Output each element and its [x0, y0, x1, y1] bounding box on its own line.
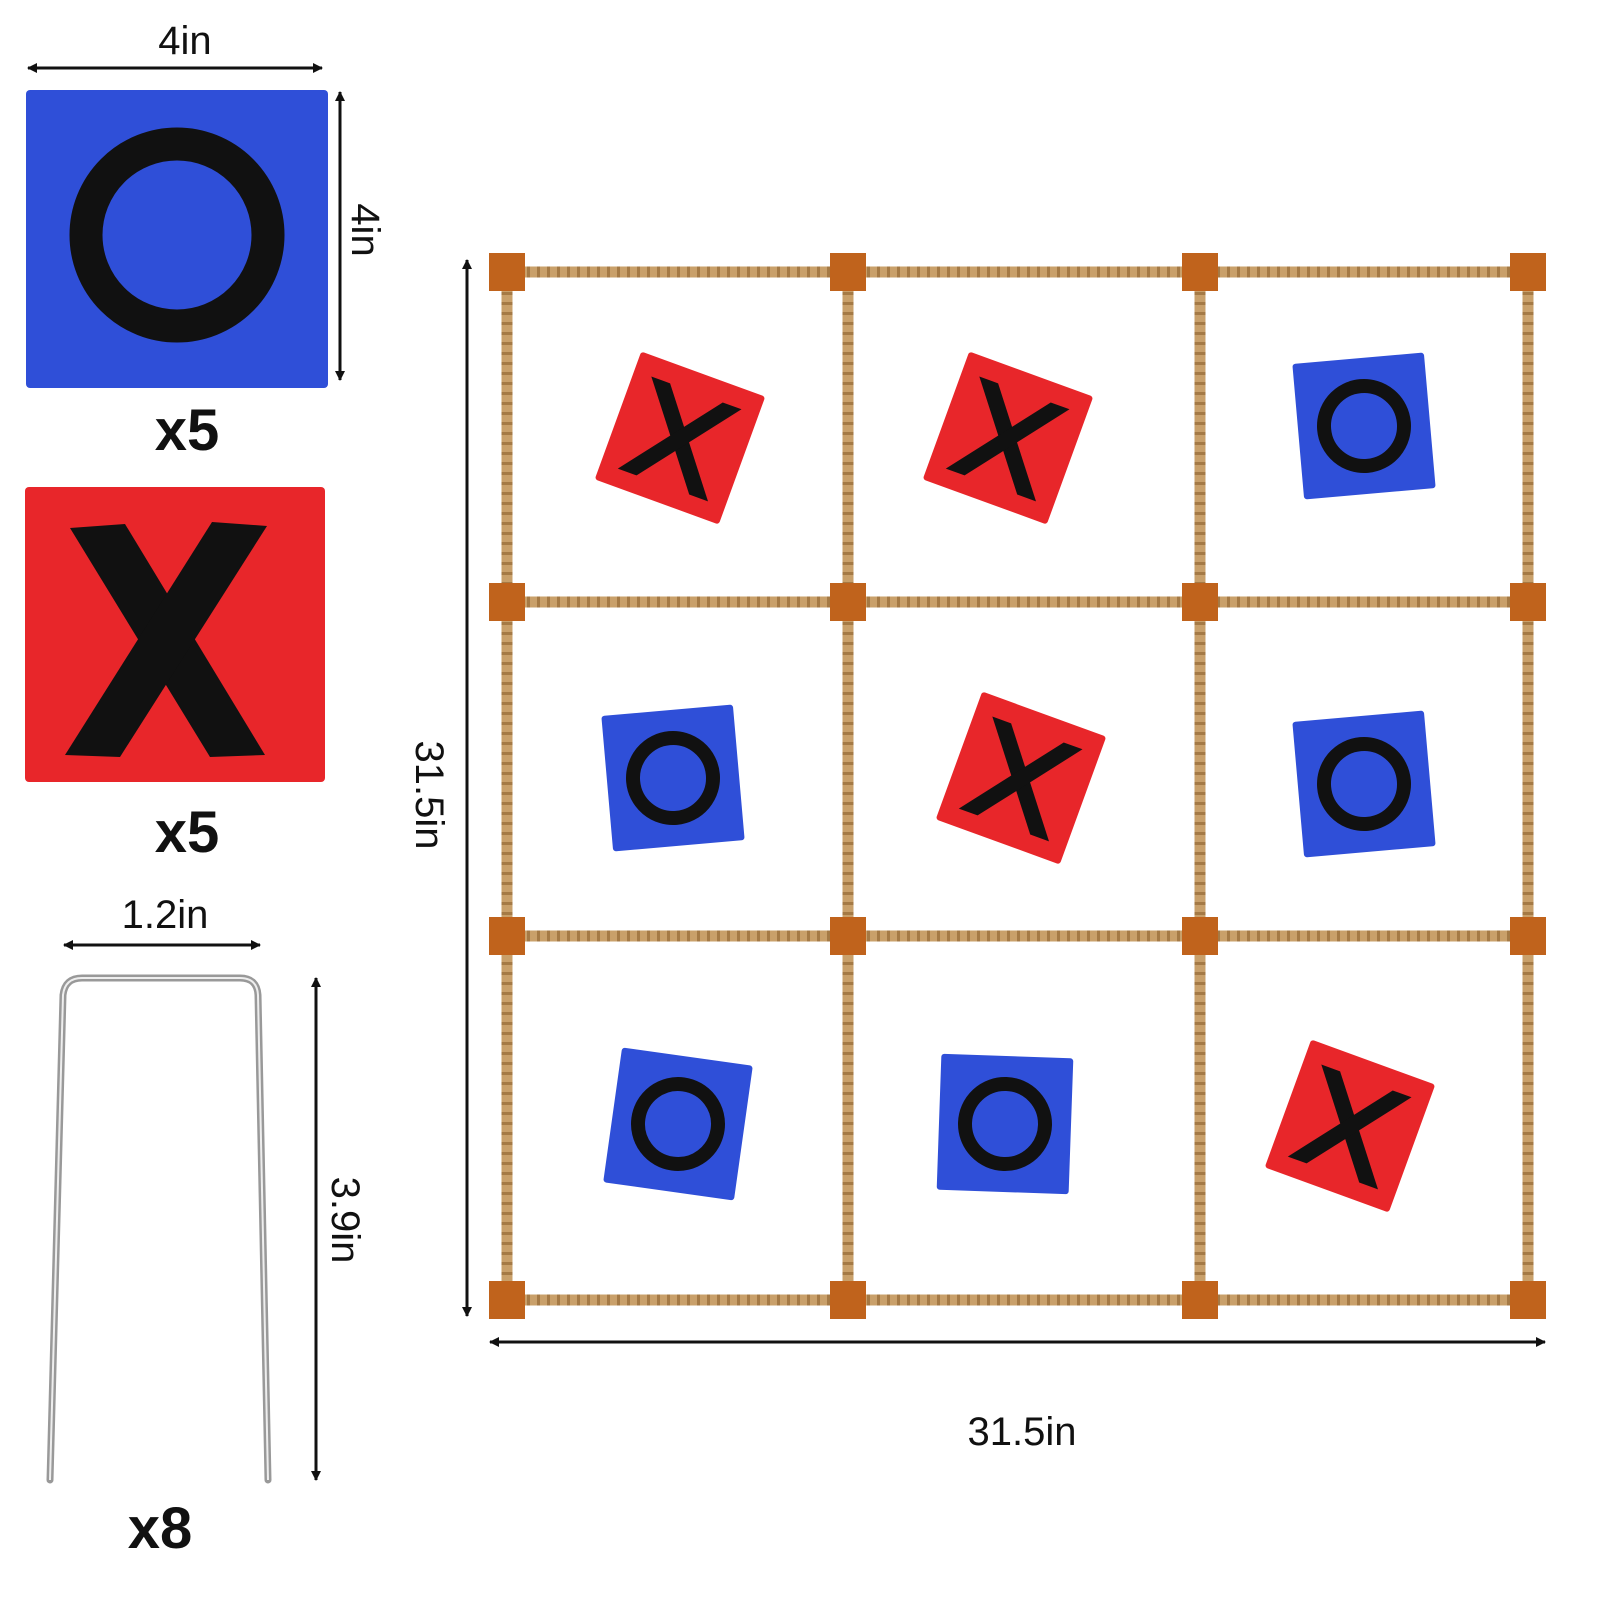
corner-connector	[1510, 917, 1546, 955]
corner-connector	[489, 1281, 525, 1319]
bean-bag	[1292, 710, 1436, 858]
corner-connector	[489, 583, 525, 621]
corner-connector	[830, 1281, 866, 1319]
x-mark-icon	[945, 376, 1070, 502]
o-mark-icon	[1317, 737, 1411, 831]
o-bag-height-label: 4in	[343, 203, 387, 256]
bean-bag	[936, 1053, 1074, 1195]
board-cell-bag-o	[936, 1053, 1074, 1195]
stake-width-label: 1.2in	[122, 893, 209, 937]
board-cell-bag-x	[936, 692, 1106, 864]
o-mark-icon	[1317, 379, 1411, 473]
o-bag-width-label: 4in	[158, 19, 211, 63]
corner-connector	[830, 583, 866, 621]
board-cell-bag-o	[1292, 352, 1436, 500]
tic-tac-toe-board	[489, 253, 1546, 1319]
x-bag-large	[25, 487, 325, 782]
stake-height-label: 3.9in	[323, 1177, 367, 1264]
corner-connector	[1182, 1281, 1218, 1319]
board-cell-bag-o	[1292, 710, 1436, 858]
corner-connector	[1182, 253, 1218, 291]
o-bag-large	[26, 90, 328, 388]
board-height-label: 31.5in	[407, 741, 451, 850]
o-mark-icon	[626, 731, 720, 825]
corner-connector	[489, 917, 525, 955]
x-mark-icon	[958, 716, 1083, 842]
bean-bag	[1292, 352, 1436, 500]
board-cell-bag-o	[601, 704, 745, 852]
corner-connector	[830, 917, 866, 955]
board-width-label: 31.5in	[968, 1410, 1077, 1454]
o-mark-icon	[631, 1077, 725, 1171]
x-mark-icon	[65, 522, 267, 757]
bean-bag	[603, 1047, 753, 1201]
o-mark-icon	[69, 127, 285, 343]
stake-count: x8	[128, 1496, 193, 1561]
stake-highlight	[49, 977, 269, 1481]
ground-stake-icon	[46, 974, 272, 1484]
corner-connector	[1182, 583, 1218, 621]
corner-connector	[489, 253, 525, 291]
bean-bag	[601, 704, 745, 852]
corner-connector	[1182, 917, 1218, 955]
board-cell-bag-x	[595, 352, 765, 524]
x-bag-count: x5	[155, 800, 220, 865]
corner-connector	[1510, 253, 1546, 291]
o-bag-count: x5	[155, 398, 220, 463]
corner-connector	[830, 253, 866, 291]
corner-connector	[1510, 1281, 1546, 1319]
x-mark-icon	[617, 376, 742, 502]
board-cell-bag-x	[1265, 1040, 1435, 1212]
x-mark-icon	[1287, 1064, 1412, 1190]
corner-connector	[1510, 583, 1546, 621]
board-cell-bag-o	[603, 1047, 753, 1201]
o-mark-icon	[958, 1077, 1052, 1171]
board-cell-bag-x	[923, 352, 1093, 524]
